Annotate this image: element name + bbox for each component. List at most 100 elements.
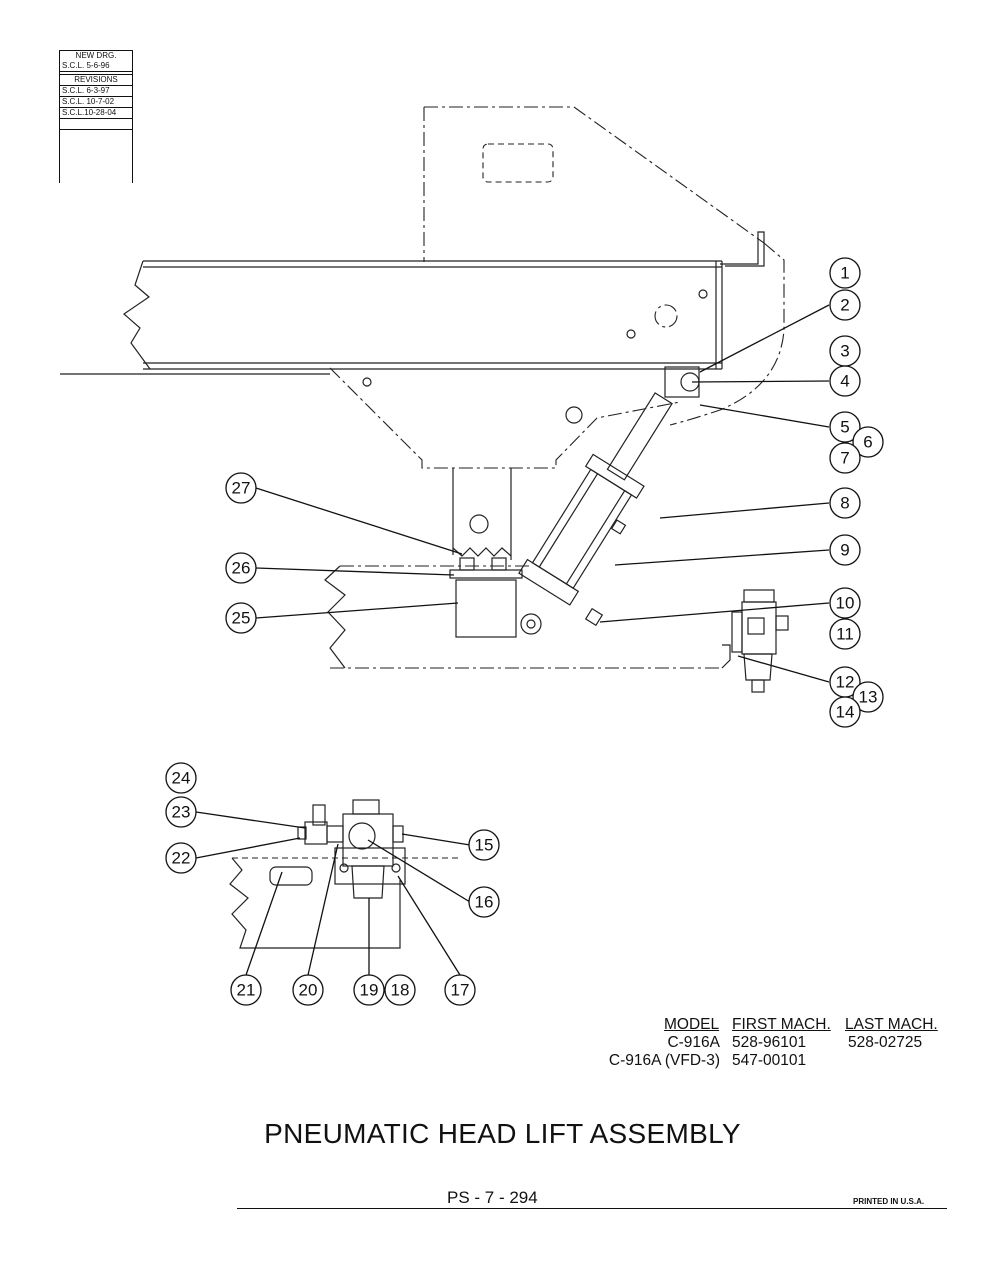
drawing-title: PNEUMATIC HEAD LIFT ASSEMBLY: [264, 1118, 741, 1149]
svg-text:17: 17: [451, 981, 470, 1000]
model-cell: C-916A: [667, 1034, 720, 1051]
bolt-hole: [362, 377, 372, 387]
bracket-hole: [391, 863, 401, 873]
callout-15: 15: [468, 829, 500, 861]
revision-empty-row: [60, 118, 132, 129]
leader-22: [195, 837, 301, 859]
callout-3: 3: [829, 335, 861, 367]
leader-21: [245, 871, 283, 976]
head-plate-slot: [482, 143, 554, 183]
inlet-fitting: [326, 825, 344, 843]
fitting-stub: [312, 804, 326, 826]
mounting-block: [455, 579, 517, 638]
callout-9: 9: [829, 534, 861, 566]
frame-corner: [721, 644, 731, 669]
regulator-detail-view: [229, 799, 460, 949]
svg-text:21: 21: [237, 981, 256, 1000]
detail-filter-bowl: [351, 865, 385, 899]
leader-10: [599, 602, 830, 623]
svg-text:10: 10: [836, 594, 855, 613]
callout-16: 16: [468, 886, 500, 918]
callout-14: 14: [829, 696, 861, 728]
callout-25: 25: [225, 602, 257, 634]
svg-text:8: 8: [840, 494, 849, 513]
first-mach-cell: 547-00101: [732, 1052, 807, 1069]
model-cell: C-916A (VFD-3): [608, 1052, 720, 1069]
callout-24: 24: [165, 762, 197, 794]
air-cylinder: [518, 366, 700, 635]
page-number: PS - 7 - 294: [447, 1188, 538, 1207]
svg-text:4: 4: [840, 372, 849, 391]
svg-text:23: 23: [172, 803, 191, 822]
leader-15: [401, 833, 471, 846]
lower-break-line: [324, 565, 346, 669]
callout-5: 5: [829, 411, 861, 443]
beam: [143, 260, 723, 370]
callout-13: 13: [852, 681, 884, 713]
svg-text:26: 26: [232, 559, 251, 578]
last-mach-header: LAST MACH.: [845, 1016, 938, 1033]
callout-1: 1: [829, 257, 861, 289]
svg-text:15: 15: [475, 836, 494, 855]
mounting-bracket: [731, 611, 743, 653]
leader-lines: [195, 304, 830, 976]
leader-4: [691, 380, 830, 383]
revision-entry: S.C.L.10-28-04: [60, 107, 132, 118]
first-mach-header: FIRST MACH.: [732, 1016, 831, 1033]
mounting-bolt: [491, 557, 507, 571]
head-plate-outline: [423, 106, 765, 262]
detail-gauge: [348, 822, 376, 850]
svg-text:22: 22: [172, 849, 191, 868]
svg-text:18: 18: [391, 981, 410, 1000]
leader-5: [699, 404, 830, 428]
svg-text:25: 25: [232, 609, 251, 628]
svg-text:6: 6: [863, 433, 872, 452]
svg-text:14: 14: [836, 703, 855, 722]
leader-20: [307, 843, 339, 976]
cylinder-mount-pin-center: [526, 619, 536, 629]
svg-text:3: 3: [840, 342, 849, 361]
bolt-hole: [698, 289, 708, 299]
gauge: [747, 617, 765, 635]
svg-text:7: 7: [840, 449, 849, 468]
last-mach-cell: 528-02725: [848, 1034, 923, 1051]
cylinder-end-cap: [518, 558, 580, 606]
tie-rod: [538, 473, 599, 568]
leader-12: [737, 655, 830, 683]
bolt-hole: [626, 329, 636, 339]
svg-text:16: 16: [475, 893, 494, 912]
svg-text:24: 24: [172, 769, 191, 788]
post: [452, 468, 512, 560]
outlet-fitting: [392, 825, 404, 843]
callout-19: 19: [353, 974, 385, 1006]
elbow-fitting: [584, 607, 604, 627]
svg-text:12: 12: [836, 673, 855, 692]
callout-2: 2: [829, 289, 861, 321]
outlet-fitting: [775, 615, 789, 631]
callout-10: 10: [829, 587, 861, 619]
new-drawing-entry: S.C.L. 5-6-96: [62, 61, 110, 70]
callout-22: 22: [165, 842, 197, 874]
bracket-hole: [339, 863, 349, 873]
piston-rod: [606, 392, 673, 481]
footer-rule: [237, 1208, 947, 1209]
callout-17: 17: [444, 974, 476, 1006]
tie-rod: [565, 490, 626, 585]
callout-balloons: 1 2 3 4 5 6 7 8 9 10 11 12 13 14 15 16 1…: [165, 257, 884, 1006]
callout-4: 4: [829, 365, 861, 397]
post-break-line: [452, 547, 512, 557]
svg-text:2: 2: [840, 296, 849, 315]
leader-17: [397, 875, 461, 976]
svg-text:5: 5: [840, 418, 849, 437]
svg-text:11: 11: [836, 625, 854, 644]
post-hole: [469, 514, 489, 534]
svg-text:27: 27: [232, 479, 251, 498]
cylinder-mount-pin: [520, 613, 542, 635]
callout-27: 27: [225, 472, 257, 504]
filter-regulator: [731, 589, 789, 693]
machine-frame: [60, 106, 785, 669]
revisions-label: REVISIONS: [60, 74, 132, 85]
head-plate-flange: [720, 231, 765, 267]
callout-7: 7: [829, 442, 861, 474]
callout-8: 8: [829, 487, 861, 519]
